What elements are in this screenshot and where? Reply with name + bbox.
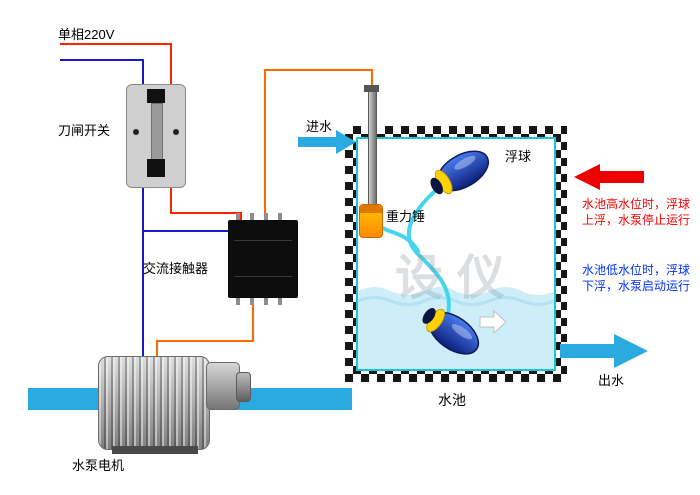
wire-red-switch-down [170,182,172,214]
wire-orange-control-v [264,69,266,222]
wire-red-power-h [60,43,172,45]
knife-switch-screw-left [133,129,139,135]
wave-highlight [358,283,554,295]
contactor-pin [236,213,240,220]
low-level-note: 水池低水位时，浮球 下浮，水泵启动运行 [582,262,700,294]
high-level-note-line2: 上浮，水泵停止运行 [582,213,691,227]
float-cable [406,182,451,316]
low-level-note-line2: 下浮，水泵启动运行 [582,279,691,293]
float-switch-rod [368,90,377,220]
pump-motor-endcap [206,362,240,410]
float-ball-lower [422,308,480,355]
inlet-arrow [298,130,356,154]
contactor-label: 交流接触器 [143,261,209,276]
pump-motor-shaft [236,372,251,402]
contactor-pin [236,298,240,305]
gravity-hammer [359,204,383,238]
wire-blue-power-h [60,59,144,61]
wire-orange-motor-v1 [252,296,254,342]
wave-line-2 [358,296,554,306]
wire-blue-switch-to-motor [142,182,144,358]
knife-switch-label: 刀闸开关 [58,123,111,138]
contactor-seam [234,240,292,241]
contactor-pin [264,213,268,220]
inlet-label: 进水 [306,119,333,134]
ac-contactor [228,213,298,305]
contactor-pin [264,298,268,305]
gravity-hammer-label: 重力锤 [386,209,426,224]
water-tank-contents [358,150,554,369]
pump-motor-base [112,446,198,454]
knife-switch-bottom-contact [147,159,165,177]
contactor-pin [278,213,282,220]
wire-orange-control-h [264,69,373,71]
wire-blue-to-contactor [142,230,230,232]
high-level-note-line1: 水池高水位时，浮球 [582,197,691,211]
float-motion-arrow [479,309,507,335]
wire-orange-to-rod [371,69,373,94]
wire-red-to-contactor-h [170,212,242,214]
wire-red-power-v [170,43,172,96]
power-supply-label: 单相220V [58,27,115,42]
wire-orange-motor-h [156,340,254,342]
high-level-note: 水池高水位时，浮球 上浮，水泵停止运行 [582,196,700,228]
contactor-pin [278,298,282,305]
gravity-hammer-cap [360,205,382,213]
high-level-arrow [574,164,644,190]
float-ball-label: 浮球 [505,149,532,164]
contactor-pin [250,298,254,305]
outlet-label: 出水 [598,373,625,388]
knife-switch-slot [151,103,163,165]
knife-switch-screw-right [173,129,179,135]
float-ball-upper [430,150,490,195]
float-switch-rod-cap [364,85,379,92]
wire-red-to-contactor-v [240,212,242,222]
outlet-arrow [560,334,648,368]
knife-switch [126,84,186,188]
wire-blue-power-v [142,59,144,96]
low-level-note-line1: 水池低水位时，浮球 [582,263,691,277]
pump-motor-body [98,356,210,450]
pool-label: 水池 [438,392,466,408]
knife-switch-top-contact [147,89,165,103]
pump-motor-label: 水泵电机 [72,458,125,473]
contactor-pin [250,213,254,220]
wire-orange-motor-v2 [156,340,158,360]
contactor-seam [234,276,292,277]
